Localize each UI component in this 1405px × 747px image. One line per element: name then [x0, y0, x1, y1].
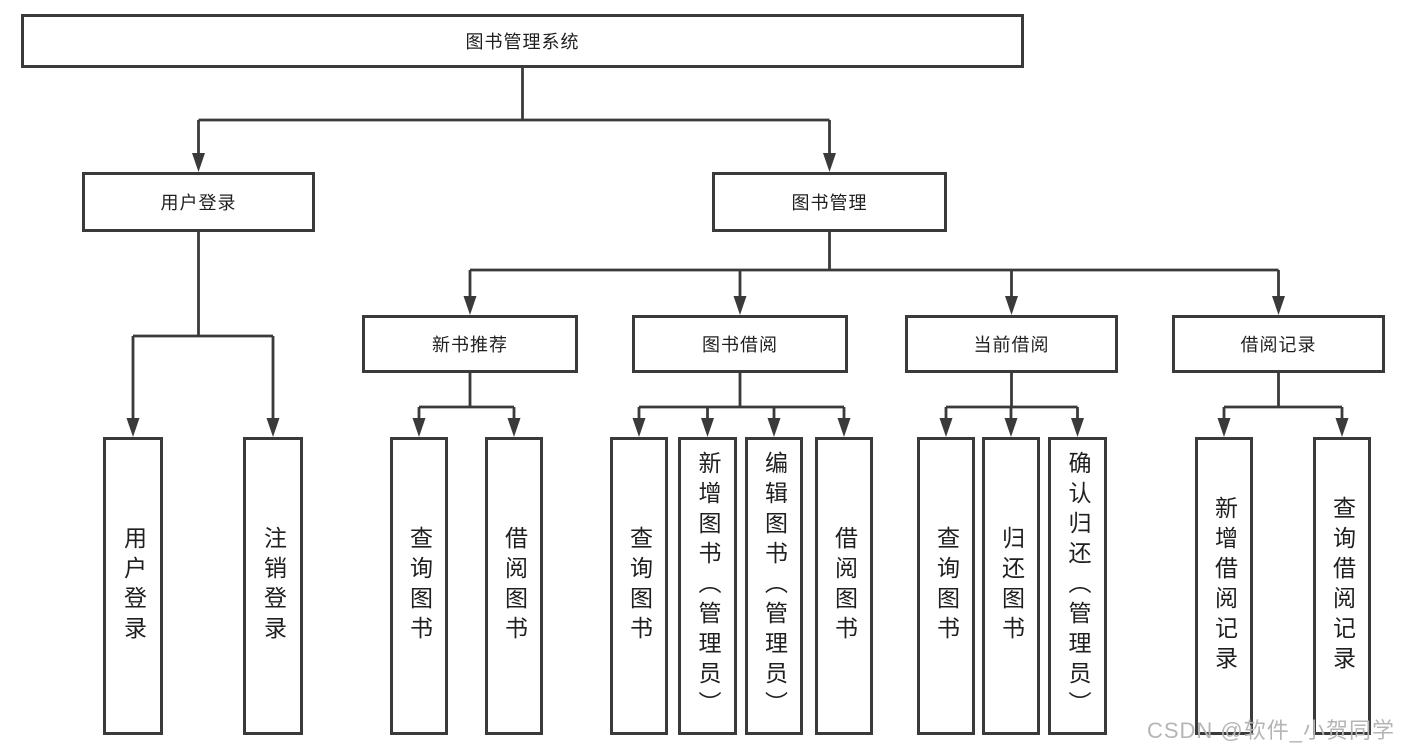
leaf-label: 查询图书 [406, 526, 433, 646]
leaf-query-books-borrowing: 查询图书 [610, 437, 668, 735]
leaf-label: 新增借阅记录 [1211, 496, 1238, 676]
leaf-label: 查询图书 [626, 526, 653, 646]
leaf-user-login: 用户登录 [103, 437, 163, 735]
leaf-borrow-books-recommend: 借阅图书 [485, 437, 543, 735]
leaf-query-books-current: 查询图书 [917, 437, 975, 735]
node-borrowing-records-label: 借阅记录 [1240, 335, 1317, 355]
node-root: 图书管理系统 [21, 14, 1024, 68]
node-book-management-label: 图书管理 [791, 193, 868, 213]
leaf-borrow-books-borrowing: 借阅图书 [815, 437, 873, 735]
leaf-label: 查询借阅记录 [1329, 496, 1356, 676]
leaf-label: 确认归还（管理员） [1065, 451, 1091, 721]
node-root-label: 图书管理系统 [465, 32, 580, 52]
leaf-return-books: 归还图书 [982, 437, 1040, 735]
node-new-book-recommend-label: 新书推荐 [432, 335, 508, 355]
leaf-query-borrow-record: 查询借阅记录 [1313, 437, 1371, 735]
watermark-text: CSDN @软件_小贺同学 [1146, 718, 1395, 743]
node-book-borrowing: 图书借阅 [632, 315, 848, 373]
leaf-query-books-recommend: 查询图书 [390, 437, 448, 735]
connector-book-management-to-level3 [463, 232, 1285, 315]
node-user-login: 用户登录 [82, 172, 315, 232]
leaf-label: 用户登录 [120, 526, 147, 646]
node-current-borrowing: 当前借阅 [905, 315, 1118, 373]
leaf-label: 借阅图书 [501, 526, 528, 646]
leaf-label: 借阅图书 [831, 526, 858, 646]
leaf-label: 查询图书 [933, 526, 960, 646]
leaf-label: 注销登录 [260, 526, 287, 646]
leaf-logout: 注销登录 [243, 437, 303, 735]
node-borrowing-records: 借阅记录 [1172, 315, 1385, 373]
connector-user-login-to-leaves [126, 232, 280, 437]
leaf-label: 新增图书（管理员） [695, 451, 721, 721]
leaf-label: 编辑图书（管理员） [761, 451, 788, 721]
leaf-add-borrow-record: 新增借阅记录 [1195, 437, 1253, 735]
node-user-login-label: 用户登录 [160, 193, 237, 213]
leaf-add-books-admin: 新增图书（管理员） [678, 437, 737, 735]
connector-root-to-level2 [192, 68, 836, 172]
connector-current-borrowing-to-leaves [939, 373, 1084, 437]
leaf-confirm-return-admin: 确认归还（管理员） [1048, 437, 1107, 735]
connector-borrowing-records-to-leaves [1217, 373, 1349, 437]
node-current-borrowing-label: 当前借阅 [973, 335, 1050, 355]
node-book-borrowing-label: 图书借阅 [702, 335, 778, 355]
leaf-label: 归还图书 [998, 526, 1025, 646]
node-book-management: 图书管理 [712, 172, 947, 232]
connector-book-borrowing-to-leaves [632, 373, 851, 437]
node-new-book-recommend: 新书推荐 [362, 315, 578, 373]
connector-new-book-recommend-to-leaves [412, 373, 521, 437]
leaf-edit-books-admin: 编辑图书（管理员） [745, 437, 803, 735]
